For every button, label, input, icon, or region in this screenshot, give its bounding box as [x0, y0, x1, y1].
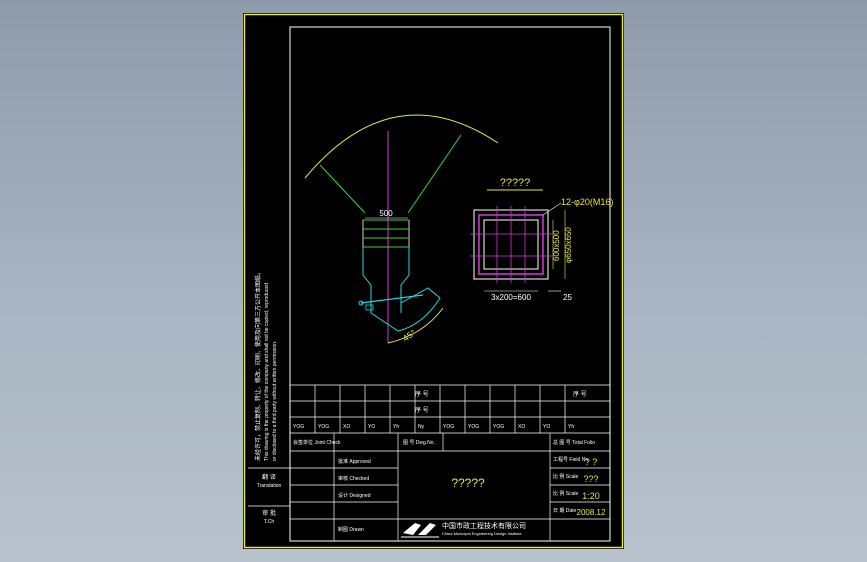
dim-inner: 600x500 — [552, 230, 561, 261]
svg-text:Yh: Yh — [568, 424, 574, 430]
label-dwg-no: 图 号 Dwg.No. — [403, 440, 435, 446]
label-designed: 设计 Designed — [338, 492, 371, 499]
title-block — [290, 384, 610, 541]
section-title: ????? — [500, 177, 531, 189]
label-date: 日 期 Date — [553, 508, 577, 514]
label-total-folio: 总 图 号 Total Folio — [553, 439, 595, 446]
side-notes: 未经许可，禁止复制、转让、修改、印刷、使用及向第三方公开本图纸。 This dr… — [254, 269, 278, 461]
translation-cn: 翻 译 — [262, 473, 276, 481]
drawing-sheet: 未经许可，禁止复制、转让、修改、印刷、使用及向第三方公开本图纸。 This dr… — [243, 13, 624, 549]
label-field-no: 工程号 Field No. — [553, 456, 589, 463]
svg-text:XO: XO — [518, 424, 525, 430]
side-note-3: or disclosed to a third party without wr… — [272, 341, 278, 461]
svg-text:YOG: YOG — [468, 424, 479, 430]
svg-text:XO: XO — [343, 424, 350, 430]
translation-en: Translation — [257, 483, 282, 489]
label-scale-q: 比 例 Scale — [553, 473, 579, 480]
rev-header-2: 序 号 — [415, 406, 429, 414]
arc-outline — [304, 114, 499, 179]
rev-col-labels: YOG YOG XO YO Yh Ny YOG YOG YOG XO YO Yh — [293, 424, 574, 430]
svg-text:YO: YO — [368, 424, 375, 430]
date-value: 2008.12 — [577, 508, 606, 517]
dim-bolts: 12-φ20(M16) — [561, 197, 613, 207]
dim-hopper-width: 500 — [379, 209, 393, 218]
svg-text:YO: YO — [543, 424, 550, 430]
drawing-title: ????? — [451, 476, 485, 490]
svg-text:Ny: Ny — [418, 424, 425, 430]
company-name: 中国市政工程技术有限公司 — [442, 521, 526, 530]
cad-drawing: 未经许可，禁止复制、转让、修改、印刷、使用及向第三方公开本图纸。 This dr… — [243, 13, 624, 549]
svg-text:YOG: YOG — [293, 424, 304, 430]
svg-text:YOG: YOG — [318, 424, 329, 430]
label-scale: 比 例 Scale — [553, 490, 579, 497]
company-logo — [401, 523, 439, 538]
dim-edge: 25 — [563, 293, 572, 302]
svg-text:YOG: YOG — [493, 424, 504, 430]
outer-frame — [243, 13, 624, 549]
label-joint-check: 会签单位 Joint Check — [293, 439, 341, 446]
label-drawn: 制图 Drawn — [338, 526, 364, 533]
scale-q-value: ??? — [583, 474, 598, 484]
label-checked: 审核 Checked — [338, 475, 369, 482]
rev-header-1: 序 号 — [415, 390, 429, 398]
company-name-en: China Municipal Engineering Design Insti… — [442, 531, 522, 536]
side-note-2: This drawing is the property of the comp… — [264, 283, 270, 461]
rev-header-3: 序 号 — [573, 390, 587, 398]
check-cn: 审 批 — [262, 509, 276, 517]
flange-view: ????? 12-φ20(M16) 600x500 φ650x650 3x200… — [470, 177, 613, 302]
check-en: T.Ch — [264, 519, 275, 525]
svg-text:YOG: YOG — [443, 424, 454, 430]
inner-frame — [289, 26, 611, 542]
field-no-value: ? ? — [585, 457, 598, 467]
scale-value: 1:20 — [582, 491, 600, 501]
label-approved: 批准 Approved — [338, 458, 371, 465]
side-view: 500 45° — [304, 114, 499, 344]
dim-outer: φ650x650 — [564, 227, 573, 263]
dim-spacing: 3x200=600 — [491, 293, 531, 302]
side-note-1: 未经许可，禁止复制、转让、修改、印刷、使用及向第三方公开本图纸。 — [254, 269, 262, 461]
svg-text:Yh: Yh — [393, 424, 399, 430]
